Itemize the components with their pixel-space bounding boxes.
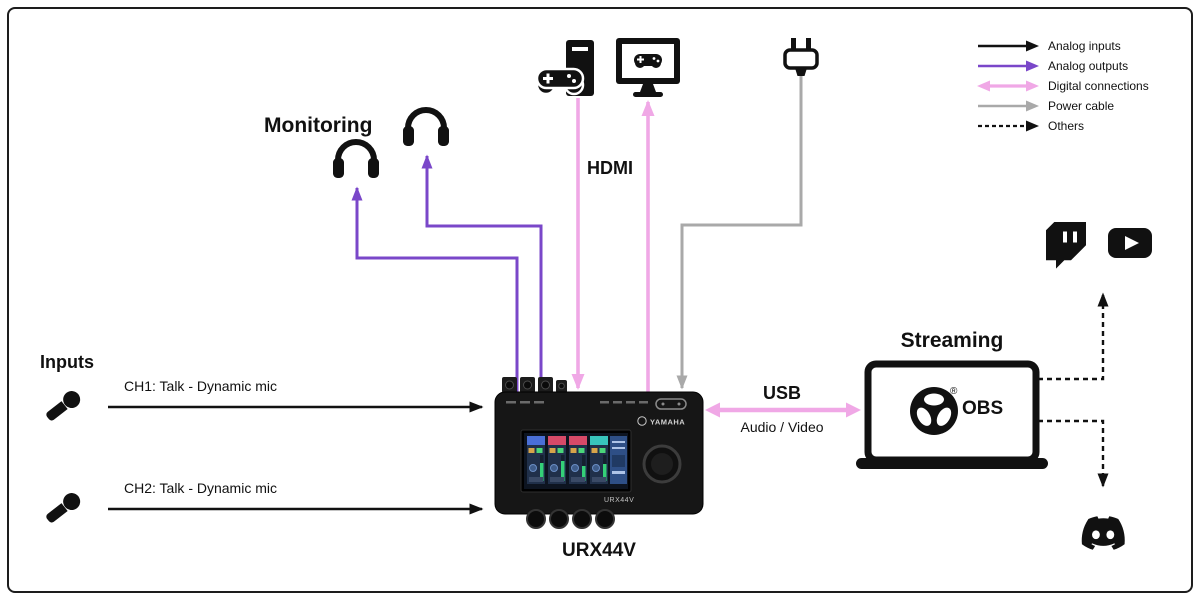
- game-console-icon: [535, 40, 594, 96]
- ch1-label: CH1: Talk - Dynamic mic: [124, 378, 277, 394]
- line-monitor-output-2: [421, 154, 543, 392]
- line-stream-to-discord: [1038, 419, 1109, 488]
- gaming-monitor-icon: [616, 38, 680, 97]
- discord-icon: [1081, 516, 1125, 550]
- microphone-icon: [46, 391, 81, 421]
- device-knob: [549, 509, 569, 529]
- hdmi-label: HDMI: [587, 158, 633, 178]
- device-brand-text: YAMAHA: [650, 418, 685, 427]
- registered-mark: ®: [950, 386, 958, 397]
- device-caption: URX44V: [562, 540, 636, 561]
- twitch-icon: [1046, 222, 1086, 269]
- legend-item-digital-connections: Digital connections: [976, 76, 1149, 96]
- legend-label: Power cable: [1048, 99, 1115, 113]
- yamaha-logo-icon: [637, 416, 647, 426]
- legend-label: Others: [1048, 119, 1085, 133]
- ch2-label: CH2: Talk - Dynamic mic: [124, 480, 277, 496]
- device-knob: [595, 509, 615, 529]
- power-plug-icon: [783, 38, 819, 76]
- device-touchscreen: [520, 429, 632, 493]
- device-power-switch: [655, 398, 687, 410]
- headphones-icon: [403, 107, 449, 146]
- device-model-text: URX44V: [604, 497, 634, 504]
- device-knob: [526, 509, 546, 529]
- legend-arrow-power-cable-icon: [978, 100, 1039, 112]
- legend-item-power-cable: Power cable: [976, 96, 1149, 116]
- headphones-icon: [333, 139, 379, 178]
- audio-video-label: Audio / Video: [740, 419, 824, 435]
- legend-arrow-others-icon: [978, 120, 1039, 132]
- line-power-cable: [676, 76, 803, 390]
- monitoring-label: Monitoring: [264, 114, 373, 137]
- legend-arrow-analog-outputs-icon: [978, 60, 1039, 72]
- line-stream-to-services: [1038, 292, 1109, 381]
- streaming-label: Streaming: [900, 329, 1004, 352]
- urx44v-device: YAMAHA: [494, 377, 704, 529]
- obs-logo-icon: [910, 387, 958, 435]
- line-usb-digital: [705, 402, 861, 418]
- legend-item-others: Others: [976, 116, 1149, 136]
- legend-item-analog-outputs: Analog outputs: [976, 56, 1149, 76]
- legend: Analog inputs Analog outputs Digital con…: [976, 36, 1149, 136]
- legend-label: Analog outputs: [1048, 59, 1129, 73]
- legend-item-analog-inputs: Analog inputs: [976, 36, 1149, 56]
- usb-label: USB: [762, 383, 801, 403]
- legend-arrow-analog-inputs-icon: [978, 40, 1039, 52]
- legend-arrow-digital-connections-icon: [977, 80, 1039, 92]
- legend-label: Analog inputs: [1048, 39, 1121, 53]
- legend-label: Digital connections: [1048, 79, 1149, 93]
- youtube-icon: [1108, 228, 1152, 258]
- inputs-label: Inputs: [40, 352, 94, 372]
- microphone-icon: [46, 493, 81, 523]
- line-monitor-output-1: [351, 186, 519, 392]
- obs-label: OBS: [962, 398, 1004, 419]
- device-knob: [572, 509, 592, 529]
